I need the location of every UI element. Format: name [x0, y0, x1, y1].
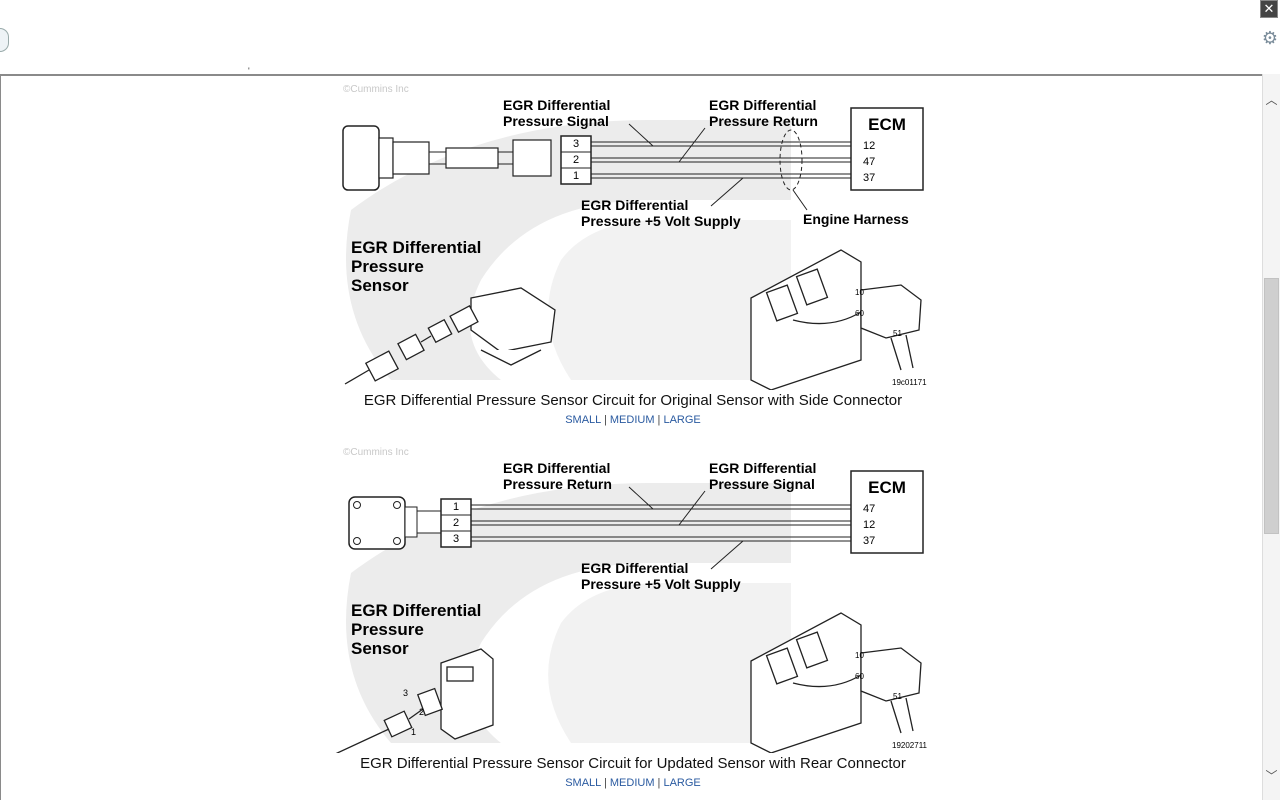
ecm-conn-60: 60 [855, 672, 864, 681]
sensor-illustration [335, 648, 494, 753]
harness-label: Engine Harness [803, 211, 909, 227]
sensor-title-1: EGR Differential [351, 601, 481, 620]
sensor-title-2: Pressure [351, 620, 424, 639]
sensor-pin-b: 2 [453, 517, 459, 529]
ecm-conn-51: 51 [893, 692, 902, 701]
ecm-module-illustration [750, 612, 922, 753]
separator: | [657, 414, 661, 426]
sensor-pin-c: 1 [573, 170, 579, 182]
sensor-title-3: Sensor [351, 276, 409, 295]
ecm-conn-10: 10 [855, 288, 864, 297]
figure-caption: EGR Differential Pressure Sensor Circuit… [363, 392, 903, 409]
scroll-up-icon[interactable]: ︿ [1265, 93, 1278, 107]
figure-caption: EGR Differential Pressure Sensor Circuit… [360, 755, 906, 772]
size-small-link[interactable]: SMALL [565, 777, 601, 789]
wiring-diagram-1: ©Cummins Inc 3 2 1 ECM 12 47 37 [342, 84, 927, 390]
label-top-right-2: Pressure Signal [709, 476, 815, 492]
size-links: SMALL | MEDIUM | LARGE [331, 414, 935, 426]
separator: | [603, 777, 607, 789]
size-medium-link[interactable]: MEDIUM [609, 777, 655, 789]
wiring-diagram-2: ©Cummins Inc 1 2 3 ECM 47 12 37 EGR Diff… [335, 447, 928, 753]
plug-pin-1: 1 [411, 727, 416, 737]
label-top-left-1: EGR Differential [503, 97, 610, 113]
label-top-right-1: EGR Differential [709, 97, 816, 113]
document-viewer: ©Cummins Inc 3 2 1 ECM 12 47 37 [0, 74, 1262, 800]
side-tab[interactable] [0, 28, 9, 52]
watermark-text: ©Cummins Inc [343, 447, 409, 458]
label-top-right-2: Pressure Return [709, 113, 818, 129]
label-top-left-1: EGR Differential [503, 460, 610, 476]
scroll-down-icon[interactable]: ﹀ [1265, 769, 1278, 783]
figure-id: 19c01171 [892, 378, 927, 387]
size-medium-link[interactable]: MEDIUM [609, 414, 655, 426]
ecm-pin-a: 12 [863, 140, 875, 152]
ecm-pin-c: 37 [863, 535, 875, 547]
separator: | [603, 414, 607, 426]
ecm-label: ECM [868, 478, 906, 497]
ecm-conn-60: 60 [855, 309, 864, 318]
close-icon[interactable]: ✕ [1260, 0, 1278, 18]
size-links: SMALL | MEDIUM | LARGE [331, 777, 935, 789]
scroll-thumb[interactable] [1264, 278, 1279, 534]
ecm-pin-b: 12 [863, 519, 875, 531]
stray-mark: ' [248, 66, 250, 76]
figure-original-sensor: ©Cummins Inc 3 2 1 ECM 12 47 37 [331, 80, 931, 426]
size-small-link[interactable]: SMALL [565, 414, 601, 426]
ecm-pin-b: 47 [863, 156, 875, 168]
sensor-title-3: Sensor [351, 639, 409, 658]
plug-pin-3: 3 [403, 688, 408, 698]
figure-updated-sensor: ©Cummins Inc 1 2 3 ECM 47 12 37 EGR Diff… [331, 443, 931, 789]
ecm-pin-a: 47 [863, 503, 875, 515]
ecm-conn-51: 51 [893, 329, 902, 338]
label-bottom-2: Pressure +5 Volt Supply [581, 213, 741, 229]
watermark-text: ©Cummins Inc [343, 84, 409, 95]
label-top-left-2: Pressure Return [503, 476, 612, 492]
sensor-pin-a: 1 [453, 501, 459, 513]
separator: | [657, 777, 661, 789]
label-bottom-2: Pressure +5 Volt Supply [581, 576, 741, 592]
figure-id: 19202711 [892, 741, 928, 750]
gear-icon[interactable]: ⚙ [1261, 28, 1279, 48]
sensor-title-2: Pressure [351, 257, 424, 276]
sensor-pin-b: 2 [573, 154, 579, 166]
ecm-label: ECM [868, 115, 906, 134]
browser-chrome: ✕ ⚙ ' [0, 0, 1280, 76]
ecm-pin-c: 37 [863, 172, 875, 184]
vertical-scrollbar[interactable]: ︿ ﹀ [1262, 74, 1280, 800]
label-bottom-1: EGR Differential [581, 197, 688, 213]
ecm-conn-10: 10 [855, 651, 864, 660]
label-top-right-1: EGR Differential [709, 460, 816, 476]
sensor-pin-a: 3 [573, 138, 579, 150]
label-bottom-1: EGR Differential [581, 560, 688, 576]
sensor-title-1: EGR Differential [351, 238, 481, 257]
plug-pin-2: 2 [419, 707, 424, 717]
ecm-module-illustration [750, 249, 922, 390]
sensor-illustration [344, 287, 556, 385]
label-top-left-2: Pressure Signal [503, 113, 609, 129]
sensor-pin-c: 3 [453, 533, 459, 545]
size-large-link[interactable]: LARGE [663, 414, 701, 426]
size-large-link[interactable]: LARGE [663, 777, 701, 789]
